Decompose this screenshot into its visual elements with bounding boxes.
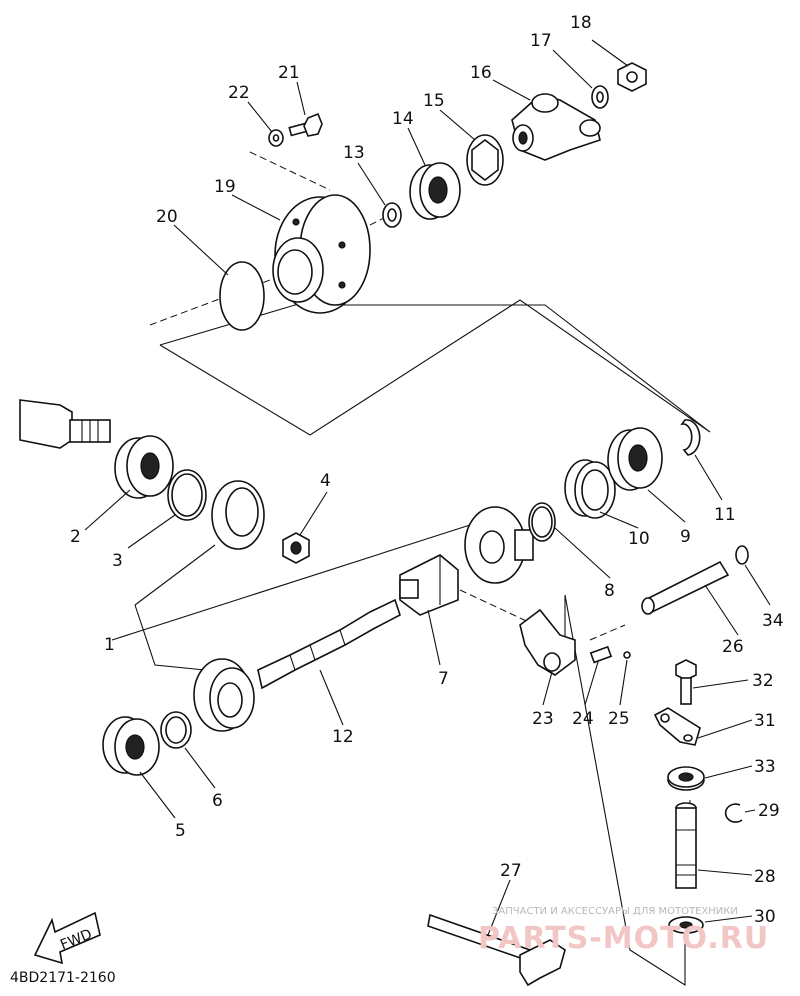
yoke-16 [511,93,601,161]
dashed-axis-7 [459,589,536,626]
dashed-axis-22 [249,151,331,191]
circlip-11 [680,419,701,456]
callout-19: 19 [214,177,236,197]
o-ring-8 [528,502,556,542]
bolt-32 [675,659,697,705]
housing-19 [272,194,371,314]
o-ring-34 [735,545,749,565]
clip-29 [724,803,743,823]
assembly-guide-right [564,594,686,987]
callout-3: 3 [112,551,123,571]
callout-1: 1 [104,635,115,655]
bolt-21 [288,112,323,137]
callout-26: 26 [722,637,744,657]
watermark-subtitle: ЗАПЧАСТИ И АКСЕССУАРЫ ДЛЯ МОТОТЕХНИКИ [492,906,738,917]
callout-2: 2 [70,527,81,547]
ball-25 [623,651,631,659]
bearing-14 [409,162,461,220]
callout-10: 10 [628,529,650,549]
callout-32: 32 [752,671,774,691]
shaft-left [19,399,111,449]
callout-34: 34 [762,611,784,631]
nut-18 [617,62,647,92]
bushing-33 [667,766,705,791]
lever-31 [653,707,701,746]
shim-6 [160,711,192,749]
shift-arm-27 [427,913,566,987]
diagram-code: 4BD2171-2160 [10,970,116,986]
washer-13 [382,202,402,228]
callout-27: 27 [500,861,522,881]
bevel-gear-ring [211,480,265,550]
nut-4 [282,532,310,564]
callout-6: 6 [212,791,223,811]
oil-seal-15 [466,134,504,186]
watermark-logo: PARTS-MOTO.RU [478,921,769,956]
callout-5: 5 [175,821,186,841]
callout-8: 8 [604,581,615,601]
callout-17: 17 [530,31,552,51]
callout-31: 31 [754,711,776,731]
callout-7: 7 [438,669,449,689]
shift-rod-26 [641,560,730,615]
dashed-axis-26 [589,624,626,641]
washer-17 [591,85,609,109]
assembly-guide-upper [159,299,711,436]
callout-4: 4 [320,471,331,491]
callout-21: 21 [278,63,300,83]
washer-30 [668,916,704,934]
bearing-2 [114,435,174,499]
callout-15: 15 [423,91,445,111]
collar-10 [564,459,616,519]
o-ring-3 [167,469,207,521]
shaft-12 [257,598,401,690]
callout-28: 28 [754,867,776,887]
callout-20: 20 [156,207,178,227]
callout-13: 13 [343,143,365,163]
callout-numbers: 18 17 16 15 14 13 21 22 19 20 2 3 4 1 5 … [70,13,784,927]
callout-23: 23 [532,709,554,729]
callout-30: 30 [754,907,776,927]
fwd-arrow: FWD [33,911,101,965]
callout-25: 25 [608,709,630,729]
shift-fork-23 [519,608,576,676]
dog-clutch-7 [399,554,459,616]
callout-9: 9 [680,527,691,547]
pinion-gear-1 [464,506,534,584]
callout-18: 18 [570,13,592,33]
callout-22: 22 [228,83,250,103]
bearing-5 [102,716,160,776]
shift-shaft-28 [675,802,697,889]
callout-29: 29 [758,801,780,821]
callout-11: 11 [714,505,736,525]
ring-gear-1b [193,658,255,732]
washer-22 [268,129,284,147]
guide-line-3 [134,544,216,606]
callout-16: 16 [470,63,492,83]
assembly-guide-left [134,604,206,671]
spring-24 [589,645,613,664]
gasket-20 [219,261,265,331]
callout-33: 33 [754,757,776,777]
callout-14: 14 [392,109,414,129]
callout-24: 24 [572,709,594,729]
bearing-9 [607,427,663,491]
leader-lines [84,39,771,936]
callout-12: 12 [332,727,354,747]
